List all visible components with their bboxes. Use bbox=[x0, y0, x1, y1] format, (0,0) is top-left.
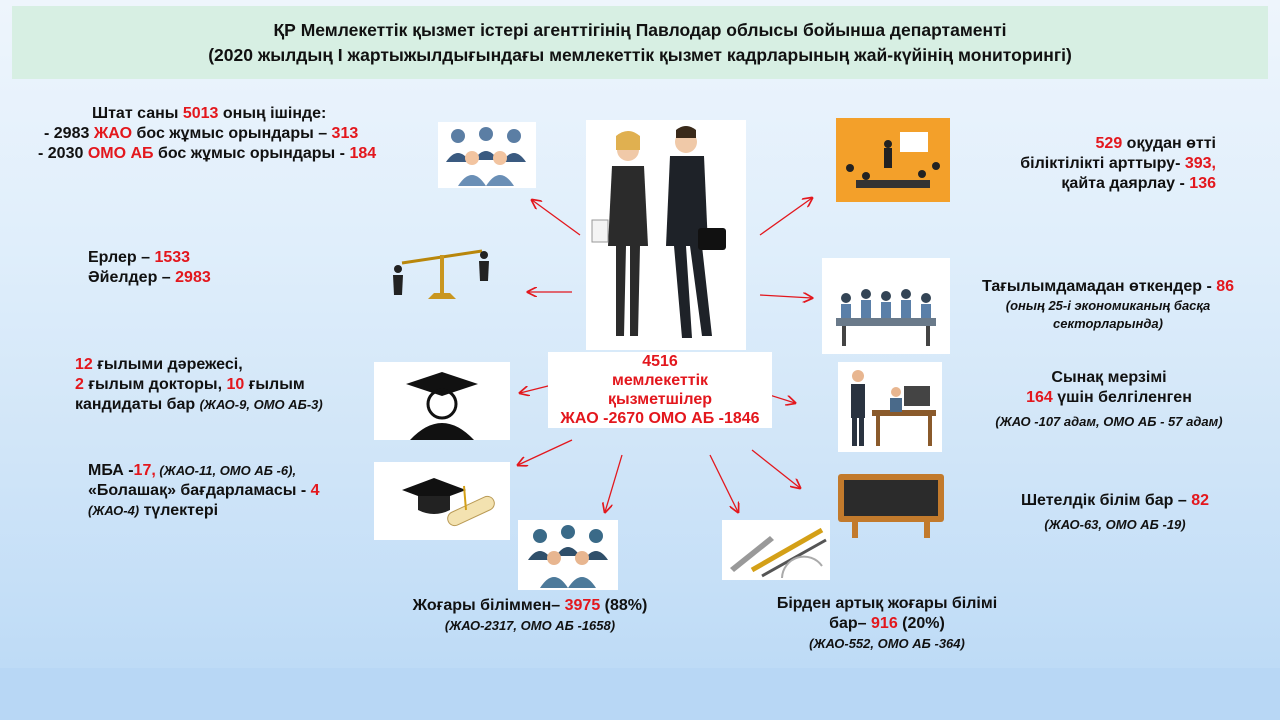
foreign-block: Шетелдік білім бар – 82 (ЖАО-63, ОМО АБ … bbox=[990, 491, 1240, 535]
higher-line1: Жоғары біліммен– 3975 (88%) bbox=[412, 597, 648, 614]
center-summary: 4516 мемлекеттік қызметшілер ЖАО -2670 О… bbox=[548, 352, 772, 428]
center-line3: қызметшілер bbox=[608, 391, 712, 408]
diploma-image bbox=[374, 462, 510, 540]
staff-block: Штат саны 5013 оның ішінде: - 2983 ЖАО б… bbox=[30, 104, 450, 164]
arrow-to-foreign bbox=[751, 449, 800, 488]
center-split: ЖАО -2670 ОМО АБ -1846 bbox=[560, 410, 760, 427]
higher-block: Жоғары біліммен– 3975 (88%) (ЖАО-2317, О… bbox=[385, 596, 675, 636]
women-count: Әйелдер – 2983 bbox=[88, 269, 211, 286]
multi-line2: бар– 916 (20%) bbox=[829, 615, 945, 632]
arrow-to-mba bbox=[518, 439, 573, 465]
scales-image bbox=[384, 237, 502, 303]
science-line2: 2 ғылым докторы, 10 ғылым bbox=[75, 376, 305, 393]
multi-block: Бірден артық жоғары білімі бар– 916 (20%… bbox=[752, 594, 1022, 654]
business-couple-icon bbox=[591, 126, 726, 338]
office-desk-icon bbox=[851, 370, 936, 446]
meeting-table-icon bbox=[836, 289, 936, 346]
science-line1: 12 ғылыми дәрежесі, bbox=[75, 356, 243, 373]
courses-block: 529 оқудан өтті біліктілікті арттыру- 39… bbox=[950, 134, 1216, 194]
mba-line1: МБА -17, (ЖАО-11, ОМО АБ -6), bbox=[88, 462, 297, 479]
blackboard-icon bbox=[838, 474, 944, 538]
higher-note: (ЖАО-2317, ОМО АБ -1658) bbox=[444, 618, 616, 633]
tools-image bbox=[722, 520, 830, 580]
gender-block: Ерлер – 1533 Әйелдер – 2983 bbox=[88, 248, 288, 288]
arrow-to-higher bbox=[605, 454, 623, 512]
people-group-icon bbox=[446, 127, 526, 186]
mba-line3: (ЖАО-4) түлектері bbox=[88, 502, 219, 519]
foreign-note: (ЖАО-63, ОМО АБ -19) bbox=[1044, 517, 1186, 532]
multi-line1: Бірден артық жоғары білімі bbox=[776, 595, 998, 612]
intern-line1: Тағылымдамадан өткендер - 86 bbox=[981, 278, 1235, 295]
header-title-line2: (2020 жылдың І жартыжылдығындағы мемлеке… bbox=[208, 44, 1072, 65]
graduate-cap-icon bbox=[406, 372, 478, 440]
higher-edu-image bbox=[518, 520, 618, 590]
science-block: 12 ғылыми дәрежесі, 2 ғылым докторы, 10 … bbox=[75, 355, 375, 415]
arrow-to-staff bbox=[532, 200, 581, 236]
office-image bbox=[838, 362, 942, 452]
arrow-to-courses bbox=[759, 198, 812, 236]
people-team-icon bbox=[528, 525, 608, 588]
multi-note: (ЖАО-552, ОМО АБ -364) bbox=[809, 636, 965, 651]
foreign-line1: Шетелдік білім бар – 82 bbox=[1020, 492, 1210, 509]
header-banner: ҚР Мемлекеттік қызмет істері агенттігіні… bbox=[12, 6, 1268, 79]
staff-line2: - 2983 ЖАО бос жұмыс орындары – 313 bbox=[44, 125, 359, 142]
mba-line2: «Болашақ» бағдарламасы - 4 bbox=[88, 482, 320, 499]
probation-line1: Сынақ мерзімі bbox=[1051, 369, 1167, 386]
diploma-cap-icon bbox=[402, 478, 495, 527]
blackboard-image bbox=[836, 472, 946, 540]
courses-line1: 529 оқудан өтті bbox=[1095, 135, 1216, 152]
courses-line2: біліктілікті арттыру- 393, bbox=[1020, 155, 1216, 172]
intern-block: Тағылымдамадан өткендер - 86 (оның 25-і … bbox=[958, 277, 1258, 333]
training-image bbox=[836, 118, 950, 202]
staff-line1: Штат саны 5013 оның ішінде: bbox=[92, 105, 327, 122]
arrow-to-intern bbox=[759, 295, 812, 298]
probation-block: Сынақ мерзімі 164 үшін белгіленген (ЖАО … bbox=[960, 368, 1258, 432]
meeting-image bbox=[822, 258, 950, 354]
drafting-tools-icon bbox=[730, 527, 827, 579]
science-line3: кандидаты бар (ЖАО-9, ОМО АБ-3) bbox=[75, 396, 323, 413]
business-people-image bbox=[586, 120, 746, 350]
classroom-icon bbox=[836, 118, 950, 202]
bottom-band bbox=[0, 668, 1280, 720]
arrow-to-multi bbox=[709, 454, 738, 512]
courses-line3: қайта даярлау - 136 bbox=[1061, 175, 1216, 192]
men-count: Ерлер – 1533 bbox=[88, 249, 191, 266]
probation-line2: 164 үшін белгіленген bbox=[1026, 389, 1192, 406]
graduate-image bbox=[374, 362, 510, 440]
probation-note: (ЖАО -107 адам, ОМО АБ - 57 адам) bbox=[995, 414, 1223, 429]
header-title-line1: ҚР Мемлекеттік қызмет істері агенттігіні… bbox=[273, 19, 1007, 40]
mba-block: МБА -17, (ЖАО-11, ОМО АБ -6), «Болашақ» … bbox=[88, 461, 388, 521]
staff-line3: - 2030 ОМО АБ бос жұмыс орындары - 184 bbox=[38, 145, 377, 162]
balance-scale-icon bbox=[393, 249, 489, 299]
center-total: 4516 bbox=[642, 353, 678, 370]
intern-note: (оның 25-і экономиканың басқа секторлары… bbox=[1005, 298, 1211, 331]
staff-people-image bbox=[438, 122, 536, 188]
center-line2: мемлекеттік bbox=[611, 372, 709, 389]
